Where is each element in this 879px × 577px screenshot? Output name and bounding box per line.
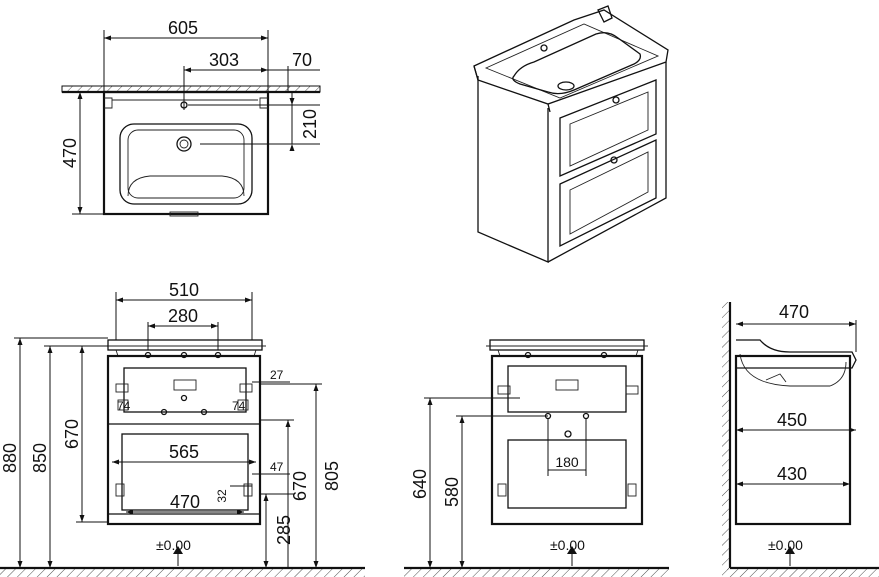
dim-74-left: 74 [117, 399, 131, 413]
dim-74-right: 74 [232, 399, 246, 413]
dim-670-left: 670 [62, 419, 82, 449]
floor-middle [404, 568, 669, 577]
dim-180: 180 [555, 454, 579, 470]
basin-middle [489, 339, 645, 351]
dim-70: 70 [292, 50, 312, 70]
drain-iso-icon [557, 81, 575, 91]
basin-outline-top [102, 90, 270, 216]
basin-bowl-iso [512, 32, 642, 95]
dim-47: 47 [270, 460, 284, 474]
cabinet-front [106, 354, 262, 526]
dim-210: 210 [300, 109, 320, 139]
top-view: 605 303 70 210 470 [60, 18, 321, 217]
dim-303: 303 [209, 50, 239, 70]
cabinet-middle [490, 354, 644, 526]
drawer-front [121, 433, 249, 511]
dim-565: 565 [169, 442, 199, 462]
dim-850: 850 [30, 443, 50, 473]
dim-580: 580 [442, 477, 462, 507]
dim-640: 640 [410, 469, 430, 499]
dim-670-right: 670 [290, 471, 310, 501]
floor-level-middle: ±0.00 [550, 537, 585, 553]
isometric-view [473, 5, 669, 263]
dim-805: 805 [322, 461, 342, 491]
dim-450-side: 450 [777, 410, 807, 430]
cabinet-side [734, 354, 852, 526]
dim-470: 470 [60, 138, 80, 168]
floor-side [722, 568, 879, 577]
dim-27: 27 [270, 368, 284, 382]
drawer-upper-iso [559, 79, 657, 177]
dim-285: 285 [274, 515, 294, 545]
floor-level-side: ±0.00 [768, 537, 803, 553]
dim-510: 510 [169, 280, 199, 300]
dim-32: 32 [215, 489, 229, 503]
dim-470-side: 470 [779, 302, 809, 322]
dim-605: 605 [168, 18, 198, 38]
siphon-cutout [123, 367, 247, 413]
front-view: 510 280 565 470 880 850 670 [0, 280, 365, 577]
drawer-lower-iso [559, 138, 657, 248]
basin-top-iso [473, 9, 669, 105]
dim-470-bottom: 470 [170, 492, 200, 512]
knob-lower-icon [610, 156, 618, 164]
floor-level-front: ±0.00 [156, 537, 191, 553]
dim-280: 280 [168, 306, 198, 326]
floor-front [0, 568, 365, 577]
rear-panel [507, 439, 627, 509]
basin-side [736, 339, 857, 369]
dim-880: 880 [0, 443, 20, 473]
drain-icon [176, 136, 192, 152]
dim-430-side: 430 [777, 464, 807, 484]
wall-side [722, 302, 730, 570]
basin-front [107, 339, 263, 351]
knob-upper-icon [612, 96, 620, 104]
side-view: 470 450 430 ±0.00 [722, 302, 879, 577]
rear-view: 180 640 580 ±0.00 [404, 339, 669, 577]
basin-bowl-top [119, 123, 253, 205]
